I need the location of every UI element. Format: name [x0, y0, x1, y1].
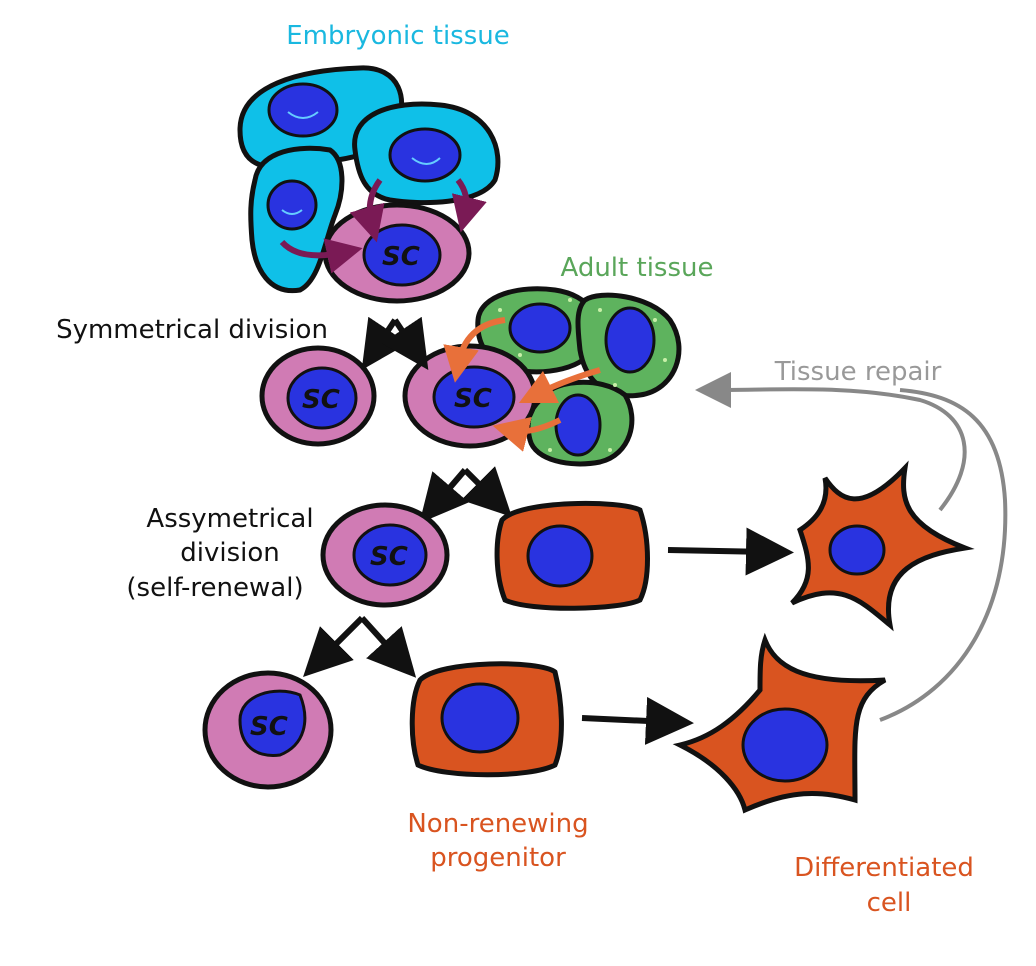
stem-cell-label: SC [382, 242, 420, 272]
signal-arrow [492, 416, 562, 452]
embryonic-tissue-cluster: SC [237, 65, 501, 304]
adult-tissue-label: Adult tissue [561, 253, 714, 283]
asymmetrical-division-label-line-3: (self-renewal) [126, 573, 303, 603]
embryonic-nucleus [267, 82, 339, 138]
signal-arrow [279, 238, 363, 274]
division-arrow [361, 316, 409, 370]
signal-arrow [451, 178, 487, 233]
differentiation-arrow [667, 527, 794, 576]
division-arrow [419, 468, 469, 524]
asymmetrical-division-label-line-1: Assymetrical [146, 504, 313, 534]
asymmetrical-division-label-line-2: division [180, 538, 280, 568]
stem-cell-label: SC [370, 542, 408, 572]
non-renewing-progenitor-label-line-2: progenitor [430, 843, 566, 873]
non-renewing-progenitor-label-line-1: Non-renewing [407, 809, 588, 839]
adult-nucleus [554, 393, 602, 457]
progenitor-nucleus [526, 524, 594, 588]
differentiated-cell-label-line-2: cell [867, 888, 912, 918]
stem-cell-nucleus [286, 366, 358, 430]
embryonic-nucleus [388, 127, 462, 183]
tissue-repair-label: Tissue repair [774, 357, 942, 387]
embryonic-nucleus [266, 179, 318, 231]
progenitor-nucleus [440, 682, 520, 754]
adult-nucleus [604, 306, 656, 374]
asymmetrical-division-row-1: SC [320, 460, 975, 632]
differentiated-cell-label-line-1: Differentiated [794, 853, 974, 883]
repair-arrow [879, 388, 1008, 722]
differentiation-arrow [581, 696, 694, 745]
differentiated-nucleus [828, 524, 886, 576]
symmetrical-division-cells: SC SC [259, 316, 601, 452]
division-arrow [359, 615, 417, 678]
signal-arrow [518, 367, 601, 404]
adult-nucleus [508, 302, 572, 354]
symmetrical-division-label: Symmetrical division [56, 315, 328, 345]
differentiated-nucleus [741, 707, 829, 783]
signal-arrow [349, 178, 385, 243]
stem-cell-nucleus [238, 689, 307, 757]
stem-cell-label: SC [250, 712, 288, 742]
repair-arrow [695, 371, 967, 512]
stem-cell-label: SC [454, 384, 492, 414]
stem-cell-nucleus [352, 523, 428, 587]
asymmetrical-division-row-2: SC [202, 615, 887, 814]
division-arrow [381, 316, 429, 370]
stem-cell-label: SC [302, 385, 340, 415]
tissue-repair-arrows [695, 371, 1008, 722]
division-arrow [303, 615, 365, 677]
signal-arrow [443, 317, 506, 383]
division-arrow [461, 466, 512, 517]
embryonic-tissue-label: Embryonic tissue [286, 21, 510, 51]
